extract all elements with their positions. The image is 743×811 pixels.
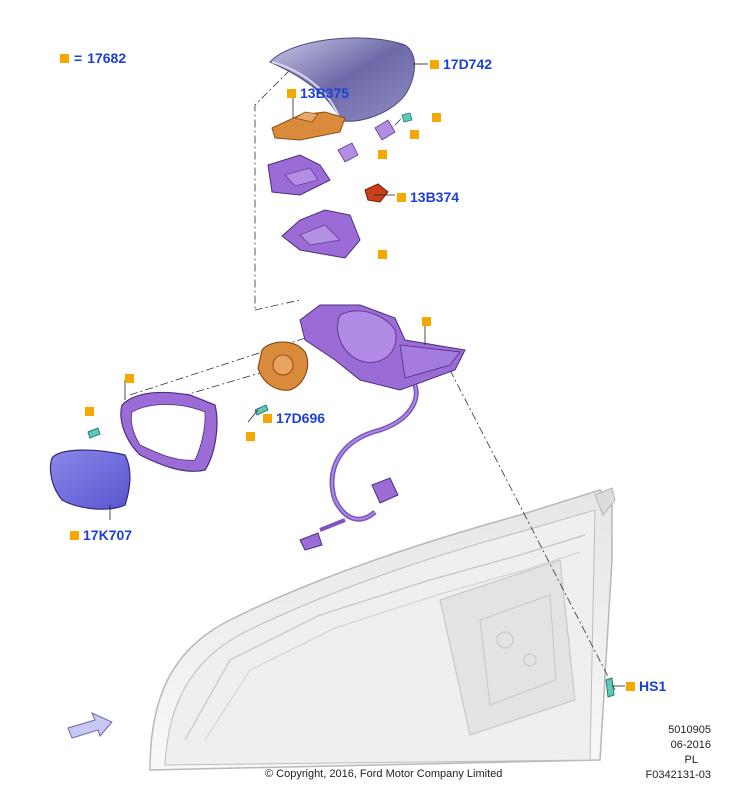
marker-square-icon — [626, 681, 635, 691]
direction-arrow-icon — [67, 712, 113, 739]
footer-date: 06-2016 — [670, 739, 711, 751]
callout-cover: 17D742 — [430, 56, 492, 72]
door-frame — [149, 487, 616, 771]
marker-square-icon — [430, 59, 439, 69]
upper-bracket — [271, 111, 346, 141]
part-number-lower-bracket: 13B374 — [410, 189, 460, 205]
copyright: © Copyright, 2016, Ford Motor Company Li… — [265, 768, 503, 780]
callout-upper-bracket: 13B375 — [287, 85, 349, 101]
part-number-cover: 17D742 — [443, 56, 493, 72]
part-number-upper-bracket: 13B375 — [300, 85, 350, 101]
part-number-glass: 17K707 — [83, 527, 133, 543]
marker-squares — [85, 113, 441, 441]
callout-lower-bracket: 13B374 — [397, 189, 459, 205]
mirror-frame — [120, 391, 218, 472]
mirror-base-housing — [299, 304, 466, 391]
callout-motor: 17D696 — [263, 410, 325, 426]
wiring-harness — [319, 384, 419, 532]
marker-square-icon — [397, 192, 406, 202]
harness-connectors — [299, 477, 399, 551]
mirror-glass — [49, 449, 131, 510]
callout-screw: HS1 — [626, 678, 666, 694]
legend-equals: = — [74, 50, 83, 66]
mirror-cover — [269, 37, 415, 122]
footer-lang: PL — [684, 754, 698, 766]
inner-bracket — [267, 154, 331, 196]
footer-figure-code: F0342131-03 — [645, 769, 711, 781]
footer-code: 5010905 — [668, 724, 711, 736]
legend-part-number: 17682 — [87, 50, 127, 66]
part-number-screw: HS1 — [639, 678, 667, 694]
clips — [337, 112, 413, 163]
legend: = 17682 — [60, 50, 126, 66]
callout-glass: 17K707 — [70, 527, 132, 543]
lower-trim — [281, 209, 361, 259]
screws — [87, 404, 615, 698]
red-connector — [364, 183, 389, 203]
assembly-lines — [129, 69, 616, 691]
marker-square-icon — [60, 53, 69, 63]
marker-square-icon — [70, 530, 79, 540]
marker-square-icon — [263, 413, 272, 423]
marker-square-icon — [287, 88, 296, 98]
part-number-motor: 17D696 — [276, 410, 326, 426]
motor-unit — [257, 341, 309, 391]
